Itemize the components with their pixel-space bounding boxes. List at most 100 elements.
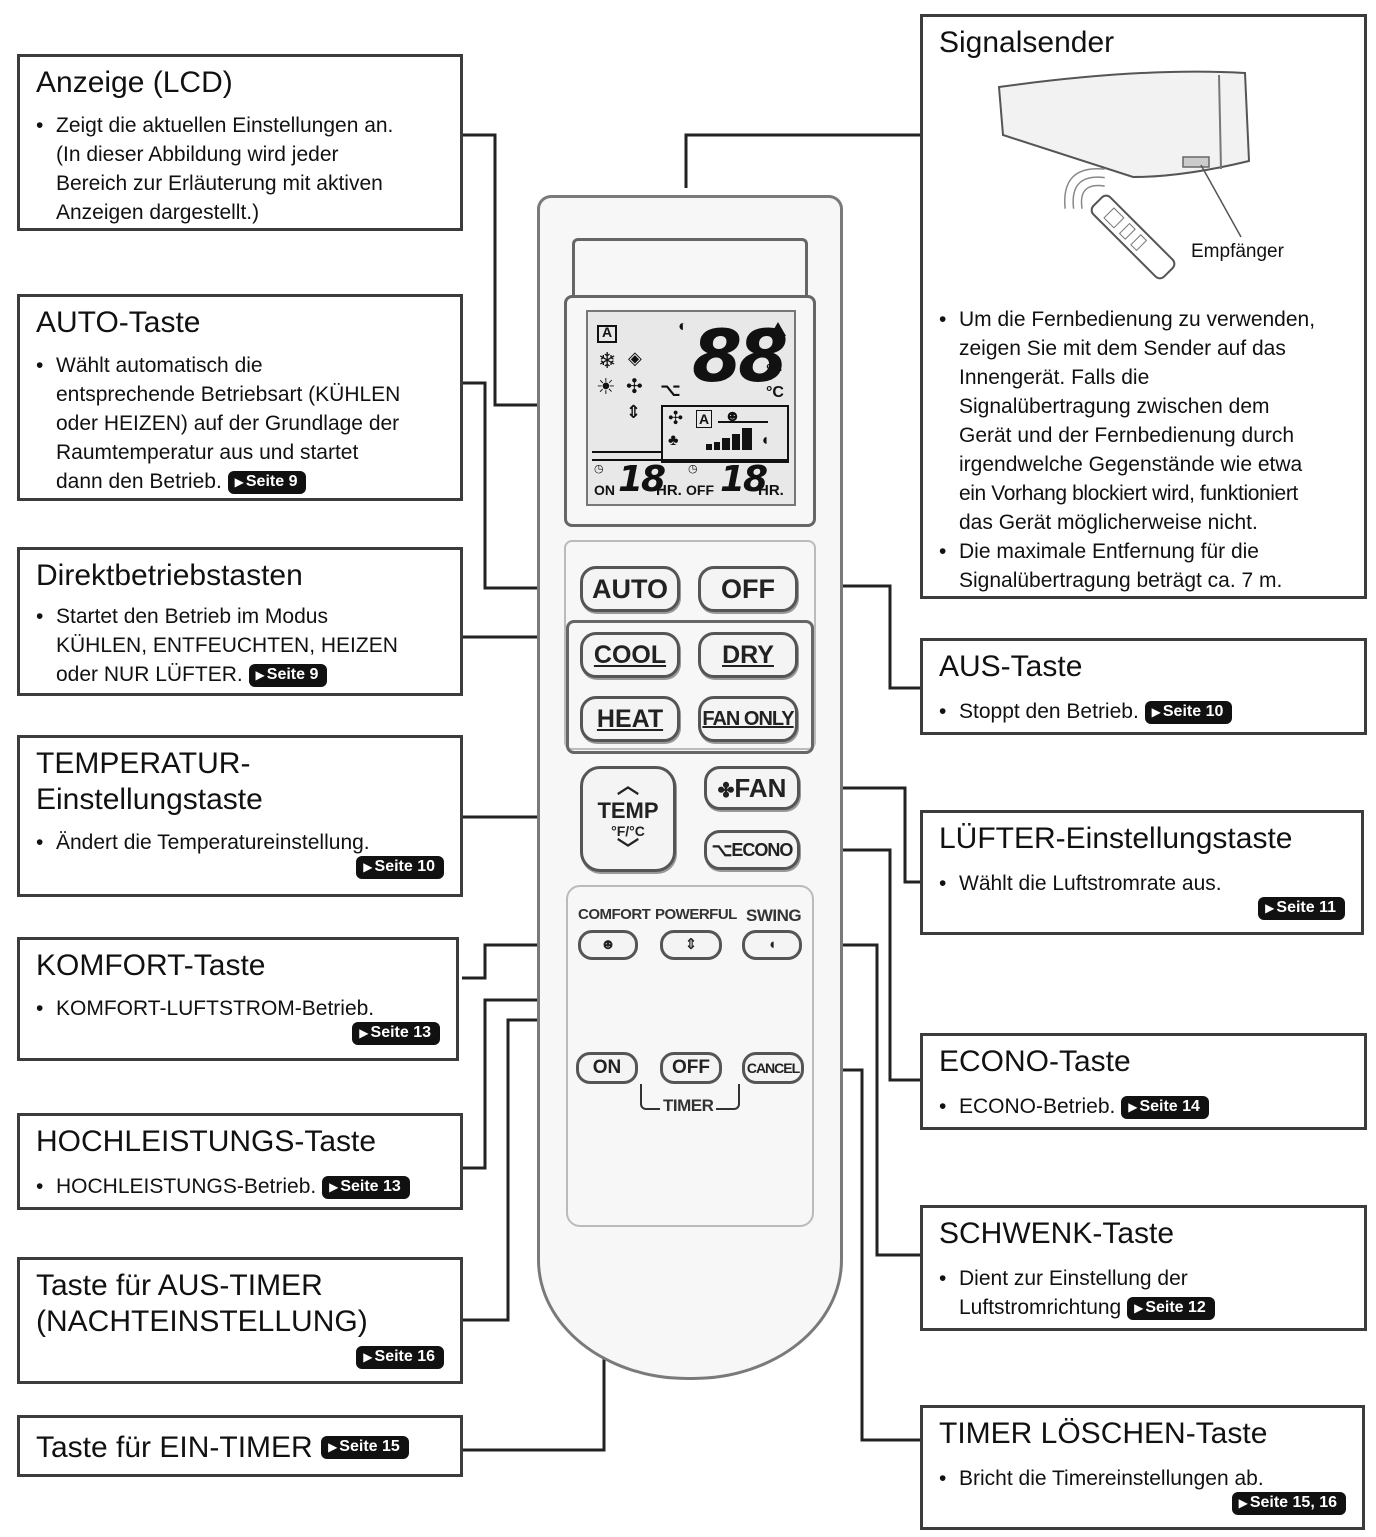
callout-powerful-page-badge: ▶Seite 13 [322, 1176, 410, 1199]
callout-fan-title: LÜFTER-Einstellungstaste [939, 822, 1293, 855]
callout-comfort: KOMFORT-Taste •KOMFORT-LUFTSTROM-Betrieb… [17, 937, 459, 1061]
callout-signal-line6: irgendwelche Gegenstände wie etwa [959, 453, 1303, 476]
callout-off-timer-title-1: Taste für AUS-TIMER [36, 1269, 323, 1302]
callout-signal-line10: Signalübertragung beträgt ca. 7 m. [959, 569, 1283, 592]
econo-button-label: ECONO [731, 840, 793, 860]
lcd-unit-f: °F [766, 362, 783, 379]
fan-button[interactable]: ✤FAN [704, 766, 800, 810]
clock-icon-2: ◷ [688, 463, 698, 475]
callout-econo-page-badge: ▶Seite 14 [1121, 1096, 1209, 1119]
callout-off-timer-page-badge: ▶Seite 16 [356, 1346, 444, 1369]
fan-button-label: FAN [734, 773, 787, 803]
callout-cancel-page-badge: ▶Seite 15, 16 [1231, 1492, 1346, 1515]
swing-button[interactable]: ◖ [742, 930, 802, 960]
callout-direct-line1: Startet den Betrieb im Modus [56, 605, 328, 628]
callout-fan-line1: Wählt die Luftstromrate aus. [959, 872, 1222, 895]
callout-comfort-text: •KOMFORT-LUFTSTROM-Betrieb. [36, 997, 375, 1020]
callout-signal-line8: das Gerät möglicherweise nicht. [959, 511, 1258, 534]
heat-button[interactable]: HEAT [580, 696, 680, 742]
triangle-right-icon: ▶ [363, 860, 373, 874]
callout-signal: Signalsender Empfänger •Um die Fernbedie… [920, 14, 1367, 599]
comfort-label: COMFORT [578, 906, 651, 923]
callout-auto-line4: Raumtemperatur aus und startet [56, 441, 359, 464]
lcd-off-digits: 18 [720, 459, 768, 500]
chevron-up-icon: ︿ [616, 773, 639, 798]
timer-on-button[interactable]: ON [576, 1052, 638, 1084]
lcd-frame [564, 295, 816, 527]
callout-aus-page-badge: ▶Seite 10 [1144, 701, 1233, 724]
callout-econo-text: •ECONO-Betrieb. ▶Seite 14 [939, 1092, 1354, 1121]
triangle-right-icon: ▶ [329, 1180, 339, 1194]
comfort-button[interactable]: ☻ [578, 930, 638, 960]
callout-auto-line3: oder HEIZEN) auf der Grundlage der [56, 412, 400, 435]
powerful-button[interactable]: ⇕ [660, 930, 722, 960]
lcd-quiet-icon: ♣ [668, 432, 679, 449]
callout-swing-line1: Dient zur Einstellung der [959, 1267, 1188, 1290]
callout-auto-text: •Wählt automatisch die entsprechende Bet… [36, 351, 450, 496]
temp-unit-label: °F/°C [611, 823, 645, 839]
swing-label: SWING [746, 906, 802, 925]
auto-button[interactable]: AUTO [580, 566, 680, 612]
callout-signal-title: Signalsender [939, 26, 1115, 59]
callout-signal-receiver-label: Empfänger [1191, 241, 1284, 262]
lcd-off-label: OFF [686, 482, 714, 498]
off-button[interactable]: OFF [698, 566, 798, 612]
timer-cancel-button[interactable]: CANCEL [742, 1052, 804, 1084]
callout-swing-title: SCHWENK-Taste [939, 1217, 1175, 1250]
lcd-unit-c: °C [766, 384, 784, 401]
callout-off-timer: Taste für AUS-TIMER (NACHTEINSTELLUNG) ▶… [17, 1257, 463, 1384]
callout-signal-line5: Gerät und der Fernbedienung durch [959, 424, 1295, 447]
callout-off-timer-title-2: (NACHTEINSTELLUNG) [36, 1305, 368, 1338]
triangle-right-icon: ▶ [359, 1026, 369, 1040]
callout-signal-line9: Die maximale Entfernung für die [959, 540, 1259, 563]
cool-button[interactable]: COOL [580, 632, 680, 678]
callout-cancel: TIMER LÖSCHEN-Taste •Bricht die Timerein… [920, 1405, 1365, 1530]
callout-fan-text: •Wählt die Luftstromrate aus. [939, 872, 1222, 895]
callout-fan: LÜFTER-Einstellungstaste •Wählt die Luft… [920, 810, 1364, 935]
callout-lcd: Anzeige (LCD) •Zeigt die aktuellen Einst… [17, 54, 463, 231]
callout-signal-text: •Um die Fernbedienung zu verwenden, zeig… [939, 305, 1354, 595]
lcd-fan-icon: ✣ [668, 408, 684, 428]
callout-direct-text: •Startet den Betrieb im Modus KÜHLEN, EN… [36, 602, 450, 689]
callout-on-timer-title: Taste für EIN-TIMER ▶Seite 15 [36, 1430, 409, 1466]
temp-button[interactable]: ︿ TEMP °F/°C ﹀ [580, 766, 676, 872]
fan-only-button[interactable]: FAN ONLY [698, 696, 798, 742]
callout-temp: TEMPERATUR- Einstellungstaste •Ändert di… [17, 735, 463, 897]
triangle-right-icon: ▶ [1238, 1496, 1248, 1510]
lcd-fan-auto: A [696, 410, 713, 428]
lcd-temperature-digits: 88 [692, 314, 788, 398]
fan-icon: ✣ [626, 376, 643, 398]
callout-auto-line2: entsprechende Betriebsart (KÜHLEN [56, 383, 401, 406]
callout-comfort-line1: KOMFORT-LUFTSTROM-Betrieb. [56, 997, 375, 1020]
powerful-icon: ⇕ [626, 402, 642, 422]
callout-lcd-line1: Zeigt die aktuellen Einstellungen an. [56, 114, 394, 137]
callout-signal-line7: ein Vorhang blockiert wird, funktioniert [959, 482, 1298, 505]
callout-aus-title: AUS-Taste [939, 650, 1083, 683]
chevron-down-icon: ﹀ [616, 837, 639, 862]
lcd-hr-2: HR. [758, 482, 784, 499]
lcd-comfort-icon: ☻ [724, 408, 741, 425]
lower-button-panel [566, 885, 814, 1227]
clock-icon: ◷ [594, 463, 604, 475]
callout-auto: AUTO-Taste •Wählt automatisch die entspr… [17, 294, 463, 501]
lcd-icons [592, 322, 789, 463]
callout-on-timer-page-badge: ▶Seite 15 [321, 1436, 409, 1459]
thermometer-icon: ◐ [678, 318, 688, 335]
callout-signal-line3: Innengerät. Falls die [959, 366, 1150, 389]
lcd-auto-symbol: A [602, 324, 613, 340]
timer-off-button[interactable]: OFF [660, 1052, 722, 1084]
callout-auto-line5: dann den Betrieb. [56, 470, 222, 493]
callout-auto-line1: Wählt automatisch die [56, 354, 263, 377]
callout-econo: ECONO-Taste •ECONO-Betrieb. ▶Seite 14 [920, 1033, 1367, 1130]
econo-button[interactable]: ⌥ECONO [704, 830, 800, 870]
dry-button[interactable]: DRY [698, 632, 798, 678]
fan-icon: ✤ [717, 780, 735, 802]
triangle-right-icon: ▶ [1128, 1100, 1138, 1114]
callout-swing-line2: Luftstromrichtung [959, 1296, 1122, 1319]
callout-direct-line3: oder NUR LÜFTER. [56, 663, 243, 686]
indoor-unit-illustration [997, 70, 1251, 280]
callout-direct-line2: KÜHLEN, ENTFEUCHTEN, HEIZEN [56, 634, 398, 657]
upper-button-panel [564, 540, 816, 750]
callout-direct: Direktbetriebstasten •Startet den Betrie… [17, 547, 463, 696]
sun-icon: ☀ [596, 374, 616, 399]
